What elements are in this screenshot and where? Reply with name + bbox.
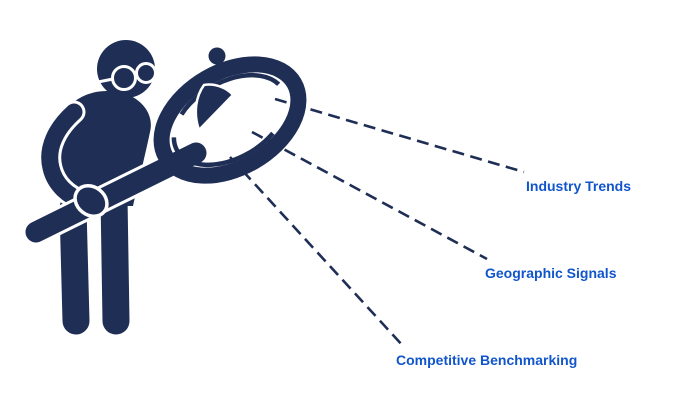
person-right-leg — [100, 184, 130, 335]
connector-line-geographic-signals — [251, 130, 488, 261]
connector-line-competitive-benchmarking — [229, 156, 405, 348]
magnifier-lens-arcs — [171, 72, 281, 168]
person-icon — [38, 40, 157, 335]
magnifying-glass-icon — [22, 47, 307, 246]
magnifier-knob — [208, 47, 226, 65]
label-industry-trends: Industry Trends — [526, 178, 632, 194]
magnifier-reflection — [194, 83, 235, 133]
person-hand — [73, 184, 109, 218]
magnifier-ring — [153, 56, 307, 184]
connector-lines — [229, 97, 525, 348]
glasses-icon — [97, 62, 157, 91]
label-competitive-benchmarking: Competitive Benchmarking — [396, 352, 578, 368]
connector-line-industry-trends — [274, 97, 525, 174]
label-geographic-signals: Geographic Signals — [485, 265, 617, 281]
